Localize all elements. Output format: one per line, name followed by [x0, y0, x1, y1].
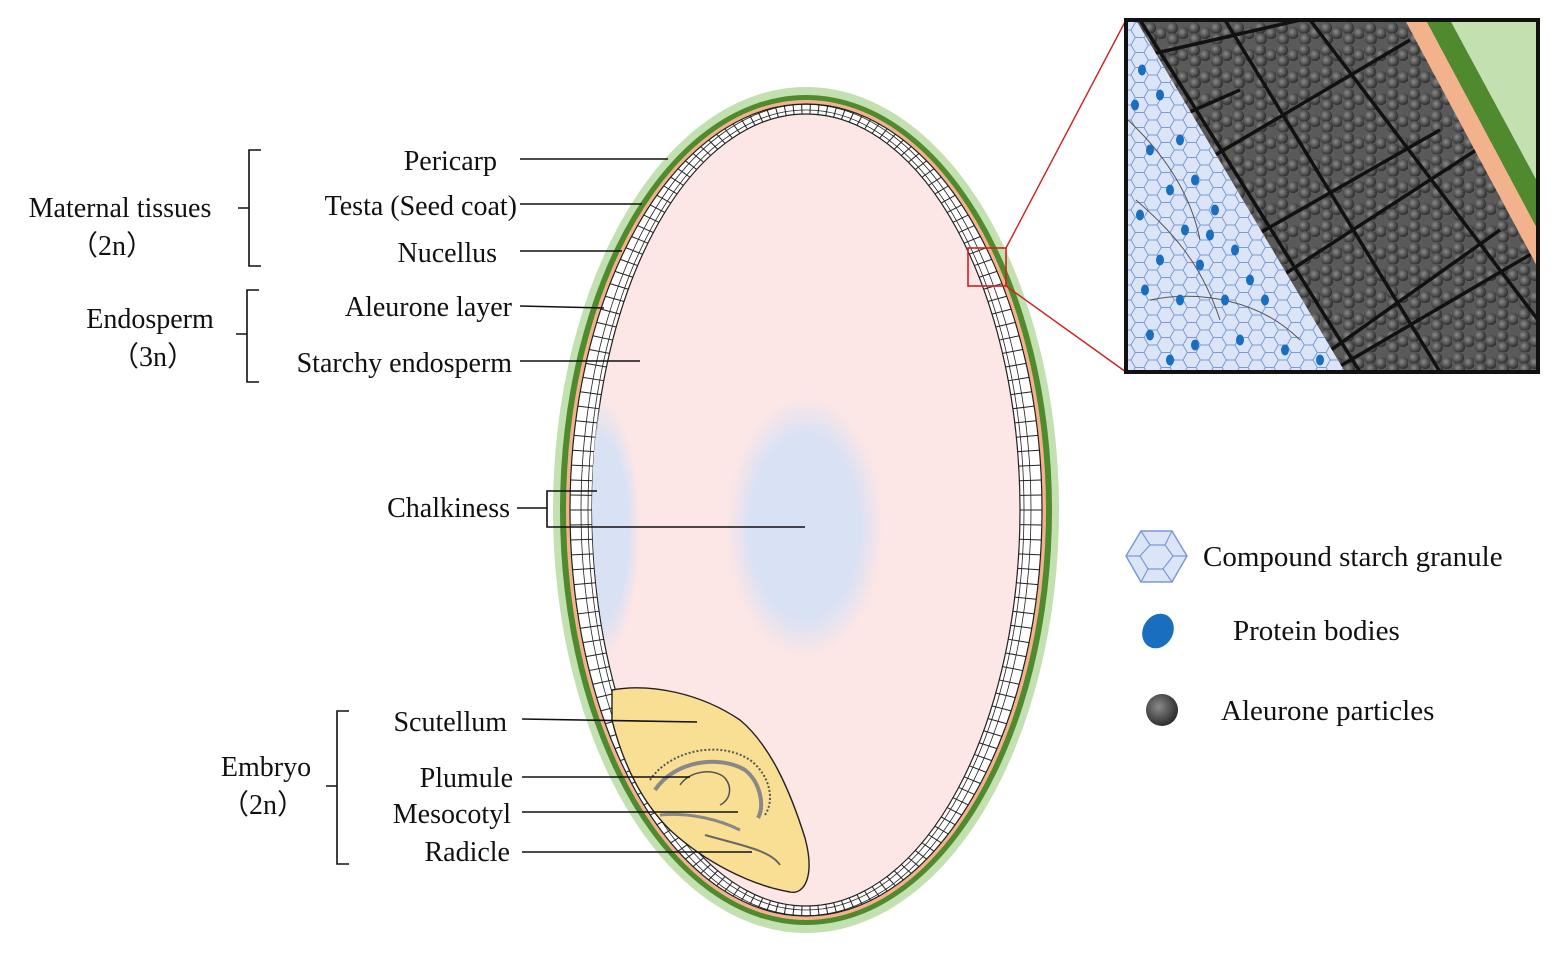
legend: Compound starch granule Protein bodies A… — [1126, 531, 1503, 727]
legend-protein-label: Protein bodies — [1233, 615, 1400, 647]
label-radicle: Radicle — [424, 837, 510, 868]
compound-starch-granule-icon — [1126, 531, 1187, 582]
group-embryo-ploidy: （2n） — [221, 789, 305, 821]
group-maternal-ploidy: （2n） — [70, 230, 154, 262]
label-mesocotyl: Mesocotyl — [393, 799, 511, 830]
legend-starch-label: Compound starch granule — [1203, 541, 1503, 573]
inset-connector-top — [1006, 20, 1126, 248]
label-aleurone-layer: Aleurone layer — [345, 292, 513, 323]
group-brackets: Maternal tissues （2n） Endosperm （3n） Emb… — [29, 150, 349, 864]
bracket-maternal — [238, 150, 261, 266]
label-scutellum: Scutellum — [393, 707, 507, 738]
magnified-inset — [1126, 20, 1538, 372]
label-starchy-endosperm: Starchy endosperm — [297, 348, 513, 379]
legend-aleurone-label: Aleurone particles — [1221, 695, 1434, 727]
bracket-endosperm — [236, 290, 259, 382]
protein-body-icon — [1136, 608, 1180, 654]
label-chalkiness: Chalkiness — [387, 493, 510, 524]
group-embryo-name: Embryo — [221, 752, 311, 783]
label-pericarp: Pericarp — [404, 146, 497, 177]
aleurone-particle-icon — [1146, 694, 1178, 726]
group-maternal-name: Maternal tissues — [29, 193, 212, 224]
group-endosperm-name: Endosperm — [86, 304, 214, 335]
bracket-embryo — [326, 711, 349, 864]
label-nucellus: Nucellus — [397, 238, 497, 269]
rice-grain — [553, 20, 1126, 933]
group-endosperm-ploidy: （3n） — [111, 341, 195, 373]
label-plumule: Plumule — [420, 763, 513, 794]
label-testa: Testa (Seed coat) — [325, 191, 517, 222]
